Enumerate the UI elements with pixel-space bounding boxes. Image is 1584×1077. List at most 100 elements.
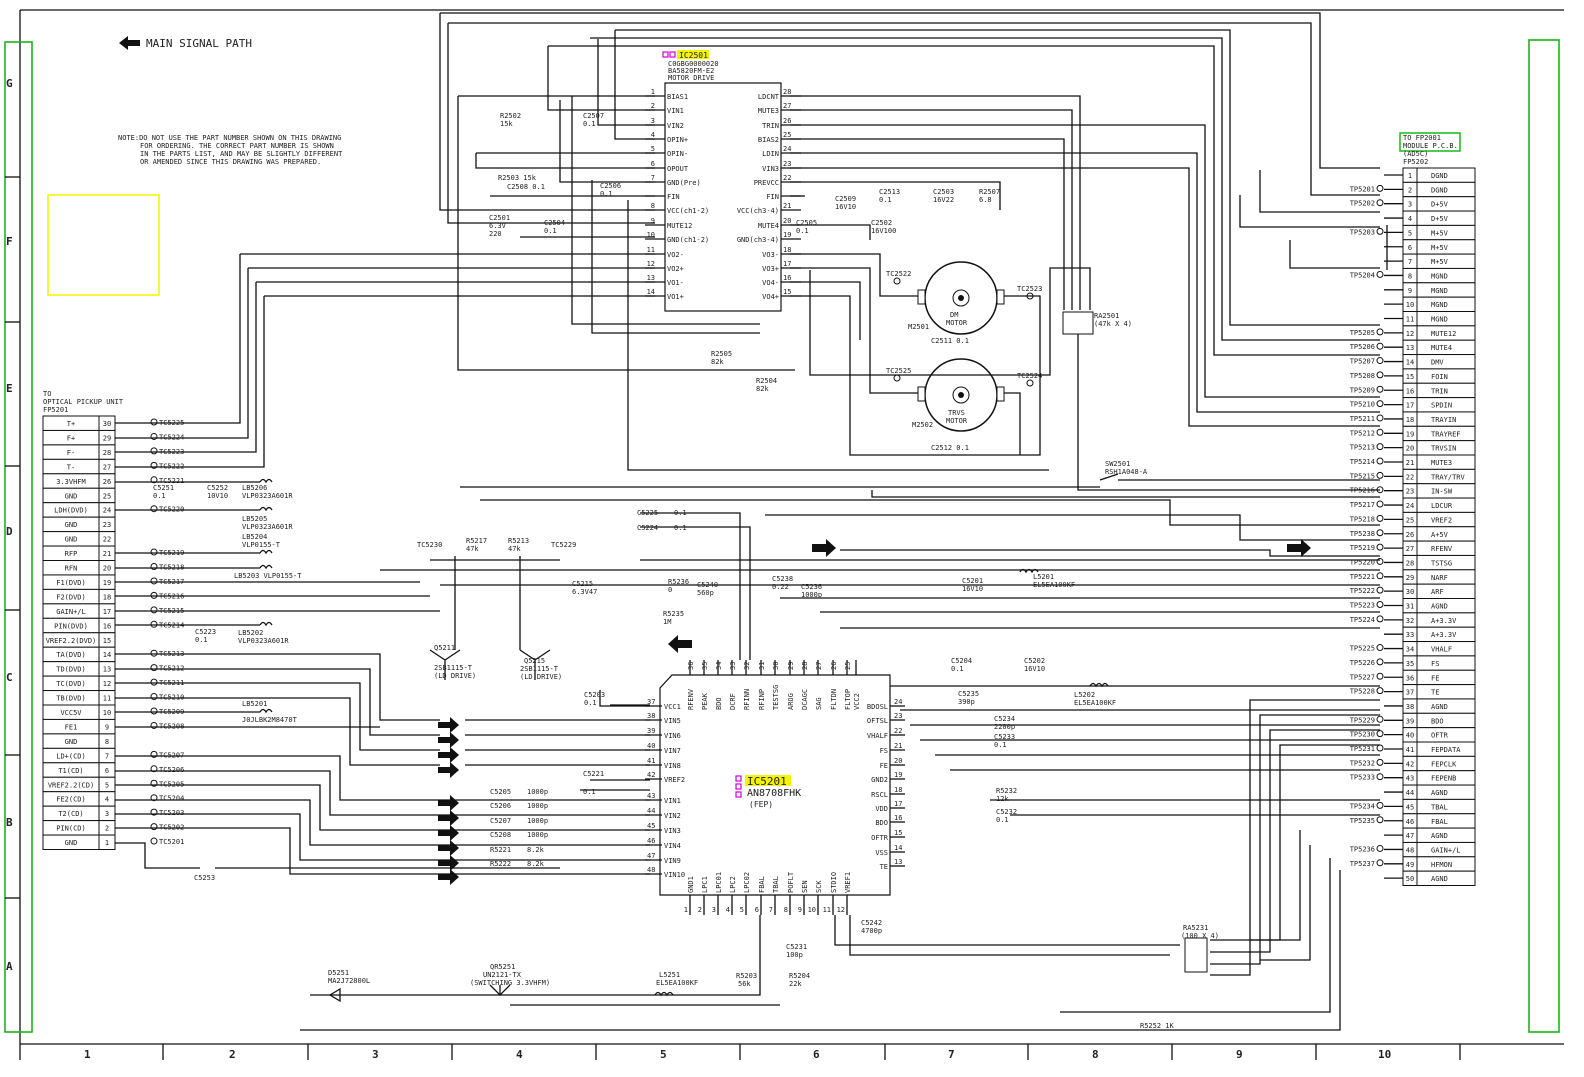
wire-opout (475, 153, 655, 169)
ic5201-top-pin-name: DCRF (729, 693, 737, 710)
ic5201-right-pin-number: 20 (894, 757, 902, 765)
wire-vref (115, 784, 500, 831)
fp5202-pin-number: 43 (1406, 775, 1414, 783)
fp5202-test-point-label: TP5205 (1350, 329, 1375, 337)
fp5202-pin-name: M+5V (1431, 229, 1449, 237)
ic2501-left-pin-number: 7 (651, 174, 655, 182)
wire-tb (115, 697, 440, 766)
ic5201-top-pin-number: 33 (729, 662, 737, 670)
wire-top-7 (548, 45, 1380, 356)
fp5202-pin-name: TSTSG (1431, 559, 1452, 567)
ic5201-marker-3 (735, 791, 742, 798)
wire-bias1-down (457, 96, 795, 371)
fp5202-name-cell (1416, 655, 1476, 671)
fp5202-pin-number: 12 (1406, 330, 1414, 338)
ic2501-right-pin-name: VIN3 (762, 165, 779, 173)
ic5201-left-pin-number: 41 (647, 757, 655, 765)
fp5202-pin-number: 14 (1406, 359, 1414, 367)
fp5201-test-point (150, 664, 158, 672)
fp5202-pin-number: 44 (1406, 789, 1414, 797)
fp5201-pin-number: 13 (103, 666, 111, 674)
wire-pincd (115, 827, 500, 875)
fp5202-test-point-label: TP5228 (1350, 688, 1375, 696)
ic5201-right-pin-name: GND2 (871, 776, 888, 784)
c5221-value: 0.1 (583, 788, 596, 796)
fp5202-pin-name: VREF2 (1431, 516, 1452, 524)
wire-fe2 (115, 799, 500, 846)
c5201-value: 16V10 (962, 585, 983, 593)
ic5201-bottom-pin-name: SEN (801, 880, 809, 893)
c5240-value: 560p (697, 589, 714, 597)
fp5202-pin-number: 37 (1406, 689, 1414, 697)
wire-tminus (115, 296, 265, 468)
c5201-label: C5201 (962, 577, 983, 585)
ic2501-right-pin-name: BIAS2 (758, 136, 779, 144)
fp5202-pin-name: IN-SW (1431, 488, 1453, 496)
fp5201-pin-number: 19 (103, 579, 111, 587)
fp5201-pin-number: 17 (103, 608, 111, 616)
fp5202-test-point (1376, 428, 1384, 436)
c2512-label: C2512 0.1 (931, 444, 969, 452)
fp5202-test-point-label: TP5229 (1350, 716, 1375, 724)
ic2501-left-pin-number: 9 (651, 217, 655, 225)
wire-c5225 (640, 512, 741, 660)
r5222-label: R5222 (490, 860, 511, 868)
lb5202-label: LB5202 (238, 629, 263, 637)
fp5202-test-point-label: TP5216 (1350, 487, 1375, 495)
trv-motor-ref: M2502 (912, 421, 933, 429)
ic5201-bottom-pin-name: LPC2 (729, 876, 737, 893)
fp5201-pin-name: TC(DVD) (56, 680, 86, 688)
fp5202-pin-number: 50 (1406, 875, 1414, 883)
fp5201-pin-number: 28 (103, 449, 111, 457)
wire-top-2 (447, 23, 655, 224)
ic2501-left-pin-name: VIN2 (667, 122, 684, 130)
wire-rfenv (840, 549, 1380, 557)
fp5202-pin-number: 36 (1406, 674, 1414, 682)
l5251-part: EL5EA100KF (656, 979, 698, 987)
dm-motor: DM MOTOR M2501 TC2522 TC2523 C2511 0.1 (886, 261, 1042, 345)
column-label-7: 7 (948, 1048, 955, 1061)
c5235-label: C5235 (958, 690, 979, 698)
fp5202-pin-number: 11 (1406, 316, 1414, 324)
c2504-label: C2504 (544, 219, 565, 227)
fp5202-test-point (1376, 270, 1384, 278)
fp5202-test-point-label: TP5204 (1350, 271, 1375, 279)
fp5202-pin-number: 34 (1406, 646, 1414, 654)
ic5201-fep: IC5201 AN8708FHK (FEP) 36RFENV35PEAK34BD… (645, 660, 905, 915)
ic2501-right-pin-number: 26 (783, 117, 791, 125)
ic2501-line-1: C0GBG0000020 (668, 60, 719, 68)
fp5202-pin-number: 22 (1406, 473, 1414, 481)
fp5201-test-point (150, 505, 158, 513)
fp5202-pin-number: 20 (1406, 445, 1414, 453)
d5251-diode (328, 987, 341, 1003)
c2506-label: C2506 (600, 182, 621, 190)
ic5201-top-pin-name: PEAK (701, 692, 709, 710)
lb5206-part: VLP0323A601R (242, 492, 293, 500)
fp5202-pin-name: MUTE12 (1431, 330, 1456, 338)
ic5201-top-pin-name: RFINP (758, 689, 766, 710)
c5235-value: 390p (958, 698, 975, 706)
wire-r2504 (809, 267, 1091, 376)
ic5201-top-pin-name: DCAGC (801, 689, 809, 710)
ic5201-left-pin-number: 44 (647, 807, 655, 815)
ic5201-left-pin-name: VIN8 (664, 762, 681, 770)
fp5202-pin-number: 28 (1406, 559, 1414, 567)
c5251-label: C5251 (153, 484, 174, 492)
ic5201-top-pin-name: AROG (787, 693, 795, 710)
fp5201-pin-name: FE2(CD) (56, 796, 86, 804)
fp5202-pin-name: AGND (1431, 832, 1448, 840)
fp5202-test-point (1376, 514, 1384, 522)
fp5202-pin-name: FEPENB (1431, 775, 1456, 783)
ic2501-left-pin-name: FIN (667, 193, 680, 201)
r5221-value: 8.2k (527, 846, 545, 854)
sw2501-label: SW2501 (1105, 460, 1130, 468)
fp5202-test-point-label: TP5201 (1350, 185, 1375, 193)
c2506-value: 0.1 (600, 190, 613, 198)
fp5202-pin-name: MGND (1431, 301, 1448, 309)
wire-top-4 (448, 22, 1380, 196)
ic5201-right-pin-name: OFTSL (867, 717, 888, 725)
ic5201-left-pin-name: VIN3 (664, 827, 681, 835)
ra2501-value: (47k X 4) (1094, 320, 1132, 328)
c2501-value: 220 (489, 230, 502, 238)
ic5201-left-pin-number: 40 (647, 742, 655, 750)
